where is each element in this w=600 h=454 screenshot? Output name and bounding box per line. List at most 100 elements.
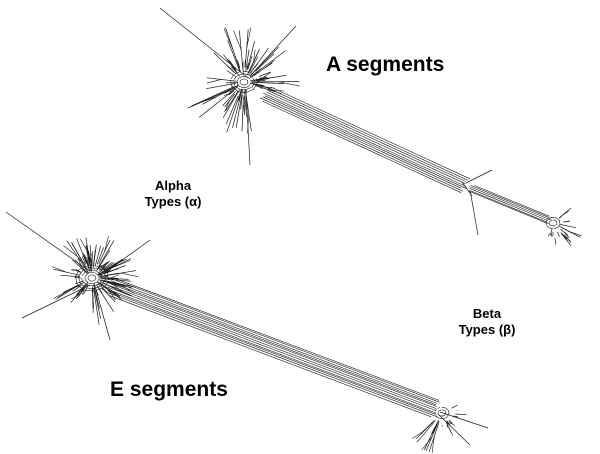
leaf-edge <box>228 88 235 93</box>
hub-mesh-edge <box>559 220 561 225</box>
hub-mesh-edge <box>230 75 234 80</box>
leaf-edge <box>251 81 285 84</box>
leaf-edge <box>559 224 577 229</box>
hub-mesh-edge <box>245 88 255 94</box>
trunk-edge <box>111 286 437 409</box>
leaf-edge <box>93 283 99 296</box>
leaf-edge <box>206 79 222 84</box>
leaf-edge <box>554 237 557 245</box>
trunk-edge <box>107 290 435 415</box>
leaf-edge <box>249 56 259 73</box>
leaf-edge <box>96 284 114 312</box>
hub-mesh-edge <box>554 219 557 222</box>
leaf-edge <box>75 280 84 285</box>
leaf-edge <box>89 245 92 272</box>
leaf-edge <box>255 53 275 72</box>
leaf-edge <box>455 413 467 416</box>
hub-mesh-edge <box>435 415 439 419</box>
hub-mesh-edge <box>78 277 82 285</box>
leaf-edge <box>237 59 241 69</box>
trunk-edge <box>262 100 462 193</box>
hub-mesh-edge <box>554 227 558 229</box>
leaf-edge <box>82 287 85 295</box>
leaf-edge <box>111 283 123 292</box>
leaf-edge <box>448 421 452 425</box>
leaf-edge <box>78 285 80 287</box>
leaf-edge <box>55 290 69 300</box>
leaf-edge <box>97 283 109 294</box>
leaf-edge <box>251 80 266 82</box>
hub-mesh-edge <box>89 274 92 276</box>
leaf-edge <box>70 269 79 271</box>
leaf-edge <box>556 231 560 237</box>
leaf-edge <box>98 239 111 265</box>
leaf-edge <box>565 220 570 223</box>
leaf-edge <box>244 59 246 68</box>
hub-mesh-edge <box>250 79 252 83</box>
leaf-edge <box>256 84 263 90</box>
hub-mesh-edge <box>548 220 551 223</box>
leaf-edge <box>220 90 230 95</box>
leaf-edge <box>78 257 84 264</box>
hub-mesh-edge <box>556 217 560 222</box>
hub-mesh-edge <box>447 409 450 414</box>
trunk-edge <box>107 286 436 411</box>
hub-mesh-edge <box>244 85 250 88</box>
leaf-edge <box>225 95 239 125</box>
leaf-edge <box>187 85 239 109</box>
trunk-edge <box>262 96 462 189</box>
hub-mesh-edge <box>437 407 441 409</box>
leaf-edge <box>421 437 433 451</box>
leaf-edge <box>244 96 247 118</box>
hub-mesh-edge <box>437 417 443 420</box>
leaf-edge <box>71 293 81 300</box>
leaf-edge <box>100 276 109 278</box>
alpha-label-line2: Types (α) <box>144 194 202 210</box>
leaf-edge <box>451 404 458 409</box>
leaf-edge <box>96 240 115 270</box>
leaf-edge <box>264 86 275 89</box>
alpha-label-line1: Alpha <box>154 178 192 193</box>
hub-mesh-edge <box>441 406 446 409</box>
hub-mesh-edge <box>434 409 437 412</box>
leaf-edge <box>99 272 119 277</box>
leaf-edge <box>95 289 111 341</box>
hub-mesh-edge <box>85 279 89 284</box>
leaf-edge <box>246 63 249 69</box>
leaf-edge <box>434 420 436 423</box>
hub-mesh-edge <box>247 76 251 80</box>
leaf-edge <box>250 83 263 87</box>
leaf-edge <box>254 50 286 75</box>
leaf-edge <box>63 245 78 257</box>
leaf-edge <box>247 49 260 74</box>
trunk-edge <box>112 282 437 406</box>
leaf-edge <box>262 72 271 78</box>
trunk-edge <box>108 294 432 418</box>
hub-mesh-edge <box>240 78 244 81</box>
trunk-edge <box>115 278 440 401</box>
leaf-edge <box>416 421 435 443</box>
leaf-edge <box>225 81 239 84</box>
trunk-edge <box>263 92 466 187</box>
leaf-edge <box>246 27 252 49</box>
trunk-edge <box>270 86 471 180</box>
hub-mesh-edge <box>549 224 552 227</box>
leaf-edge <box>198 87 238 118</box>
leaf-edge <box>98 264 102 270</box>
leaf-edge <box>57 284 80 298</box>
hub-mesh-edge <box>437 410 440 413</box>
trunk-edge <box>469 188 548 221</box>
leaf-edge <box>431 436 435 454</box>
leaf-edge <box>448 427 454 436</box>
leaf-edge <box>548 233 550 236</box>
hub-mesh-edge <box>443 410 446 412</box>
leaf-edge <box>102 261 110 269</box>
leaf-edge <box>93 287 101 319</box>
trunk-edge <box>267 90 466 182</box>
leaf-edge <box>559 225 581 238</box>
leaf-edge <box>233 30 242 50</box>
hub-mesh-edge <box>98 275 100 279</box>
leaf-edge <box>120 272 139 277</box>
leaf-edge <box>227 40 241 72</box>
leaf-edge <box>563 232 570 239</box>
